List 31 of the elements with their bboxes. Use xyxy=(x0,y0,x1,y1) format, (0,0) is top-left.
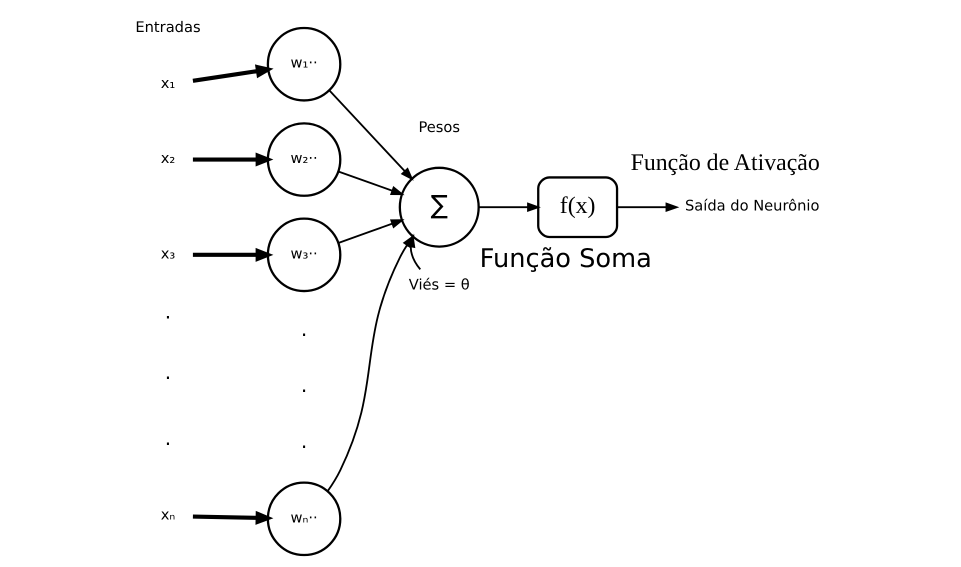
node-circle: wₙ·· xyxy=(266,481,342,556)
label: . xyxy=(300,372,308,397)
node-label: Função Soma xyxy=(480,244,652,274)
node-label: Função de Ativação xyxy=(630,150,820,176)
node-circle: w₁·· xyxy=(266,26,342,102)
label: Entradas xyxy=(135,18,201,36)
node-text: xₙ xyxy=(160,506,176,524)
node-circle: w₃·· xyxy=(266,218,342,292)
label: . xyxy=(164,426,172,450)
node-text: x₃ xyxy=(160,245,176,262)
node-text: Saída do Neurônio xyxy=(684,198,820,215)
label: . xyxy=(164,300,172,324)
label: . xyxy=(164,360,172,384)
label: Pesos xyxy=(418,118,460,136)
arrow xyxy=(338,170,405,196)
arrow xyxy=(192,510,274,525)
node-text: x₁ xyxy=(160,74,176,92)
arrow xyxy=(192,64,274,83)
node-text: Viés = θ xyxy=(408,276,470,294)
arrow xyxy=(328,90,414,181)
node-text: x₂ xyxy=(160,150,176,168)
label: . xyxy=(300,317,308,342)
label: . xyxy=(300,428,308,453)
node-box: f(x) xyxy=(537,176,618,238)
arrow xyxy=(617,202,680,212)
arrow xyxy=(192,152,274,167)
arrow xyxy=(406,234,421,270)
arrow xyxy=(338,219,405,244)
node-circle: w₂·· xyxy=(266,122,342,197)
arrow xyxy=(478,202,541,212)
arrow xyxy=(192,248,274,262)
